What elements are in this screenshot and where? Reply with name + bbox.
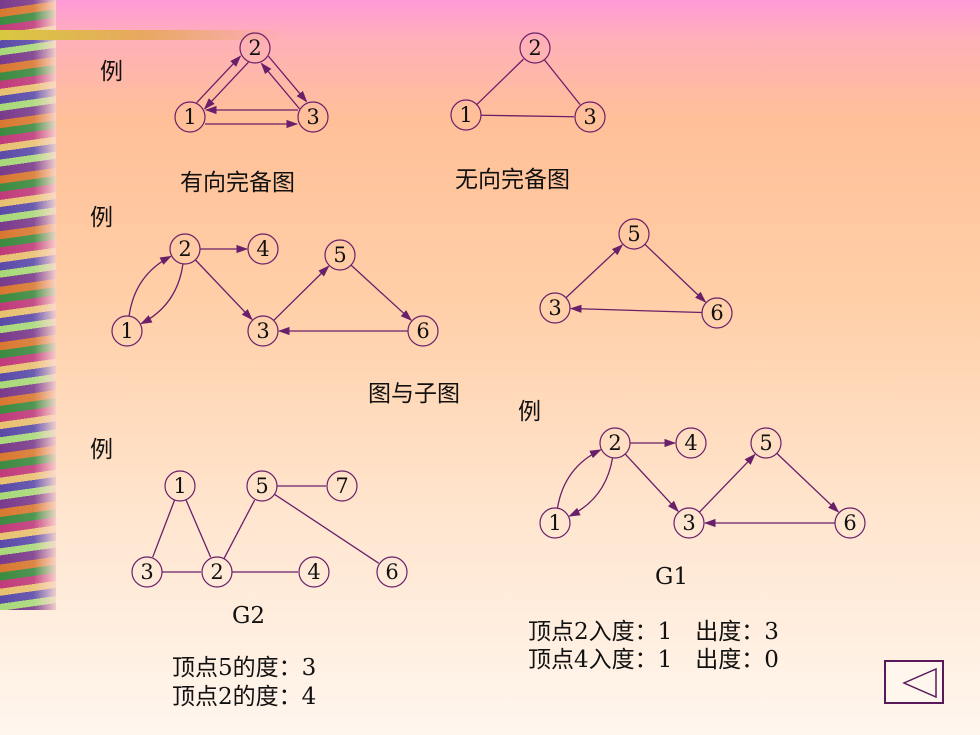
subgraph-edge-3-5	[565, 244, 624, 299]
directed_complete-node-1	[174, 101, 206, 133]
example-label-3: 例	[518, 399, 541, 425]
graph_a-node-4-label: 4	[256, 237, 269, 261]
graph_a-node-2-label: 2	[178, 237, 191, 261]
decorative-top-bar	[0, 30, 285, 40]
caption-g1: G1	[655, 564, 689, 590]
g2-edge-1-3	[152, 499, 176, 558]
graph_a-node-1-label: 1	[120, 319, 133, 343]
g1-edge-2-1	[568, 457, 614, 517]
graph_a-node-6	[407, 315, 439, 347]
graph_a-node-1	[111, 315, 143, 347]
g1-edge-1-2	[556, 449, 602, 509]
g1-node-5-label: 5	[759, 431, 772, 455]
caption-undirected-complete: 无向完备图	[455, 167, 570, 193]
vertex5-degree: 顶点5的度：3	[172, 655, 317, 681]
subgraph-edge-5-6	[644, 243, 707, 303]
directed_complete-edge-1-2	[196, 55, 242, 104]
g2-node-6-label: 6	[385, 560, 398, 584]
g2-node-7-label: 7	[335, 474, 348, 498]
graph_a-node-2	[169, 233, 201, 265]
vertex4-in-out-degree: 顶点4入度：1 出度：0	[528, 647, 779, 673]
undirected_complete-node-1-label: 1	[459, 103, 472, 127]
g2-node-3-label: 3	[140, 560, 153, 584]
graph_a-node-5-label: 5	[333, 243, 346, 267]
g1-node-2-label: 2	[608, 431, 621, 455]
undirected_complete-edge-2-3	[543, 59, 581, 105]
g2-node-5-label: 5	[255, 474, 268, 498]
g2-node-7	[326, 470, 358, 502]
caption-graph-subgraph: 图与子图	[368, 381, 460, 407]
directed_complete-edge-3-2	[260, 62, 301, 110]
subgraph-node-6-label: 6	[710, 301, 723, 325]
subgraph-edge-6-3	[569, 304, 703, 314]
subgraph-node-3	[539, 292, 571, 324]
undirected_complete-node-3	[574, 101, 606, 133]
directed_complete-edge-2-1	[203, 61, 249, 110]
g1-node-3-label: 3	[682, 511, 695, 535]
directed_complete-node-1-label: 1	[183, 105, 196, 129]
directed_complete-edge-2-3	[267, 55, 308, 103]
graph_a-edge-5-6	[350, 264, 413, 321]
g2-edge-1-2	[185, 499, 212, 558]
subgraph-node-5-label: 5	[627, 222, 640, 246]
g1-node-1	[539, 507, 571, 539]
g1-edge-5-6	[776, 452, 840, 513]
example-label-4: 例	[90, 437, 113, 463]
vertex2-in-out-degree: 顶点2入度：1 出度：3	[528, 619, 779, 645]
undirected_complete-node-2-label: 2	[528, 36, 541, 60]
g2-node-1	[164, 470, 196, 502]
g1-node-6-label: 6	[843, 511, 856, 535]
g1-edge-3-5	[698, 453, 756, 513]
g2-edge-5-6	[274, 493, 380, 564]
undirected_complete-node-1	[450, 99, 482, 131]
vertex2-degree: 顶点2的度：4	[172, 684, 317, 710]
graph_a-node-3-label: 3	[256, 319, 269, 343]
undirected_complete-node-2	[519, 32, 551, 64]
g2-node-2	[201, 556, 233, 588]
subgraph-node-5	[618, 218, 650, 250]
g2-node-3	[131, 556, 163, 588]
directed_complete-node-2-label: 2	[248, 36, 261, 60]
graph_a-node-4	[247, 233, 279, 265]
graph_a-node-5	[324, 239, 356, 271]
back-button[interactable]	[884, 660, 944, 704]
g2-node-2-label: 2	[210, 560, 223, 584]
g1-node-4	[675, 427, 707, 459]
directed_complete-node-2	[239, 32, 271, 64]
subgraph-node-3-label: 3	[548, 296, 561, 320]
g1-node-1-label: 1	[548, 511, 561, 535]
graph_a-node-6-label: 6	[416, 319, 429, 343]
g1-node-4-label: 4	[684, 431, 697, 455]
g1-node-3	[673, 507, 705, 539]
subgraph-node-6	[701, 297, 733, 329]
g2-node-4-label: 4	[307, 560, 320, 584]
decorative-side-strip-fade	[0, 0, 56, 610]
example-label-1: 例	[100, 59, 123, 85]
undirected_complete-node-3-label: 3	[583, 105, 596, 129]
graph_a-edge-3-5	[273, 265, 330, 321]
example-label-2: 例	[90, 205, 113, 231]
g1-node-2	[599, 427, 631, 459]
directed_complete-node-3-label: 3	[306, 105, 319, 129]
g2-node-1-label: 1	[173, 474, 186, 498]
caption-g2: G2	[232, 603, 266, 629]
g2-node-5	[246, 470, 278, 502]
g2-node-6	[376, 556, 408, 588]
caption-directed-complete: 有向完备图	[180, 170, 295, 196]
g2-edge-2-5	[223, 499, 256, 560]
graph_a-edge-2-3	[194, 259, 253, 321]
g1-edge-2-3	[624, 453, 679, 513]
graph_a-node-3	[247, 315, 279, 347]
triangle-left-icon	[902, 667, 937, 699]
undirected_complete-edge-1-3	[480, 114, 575, 118]
g2-node-4	[298, 556, 330, 588]
g1-node-5	[750, 427, 782, 459]
directed_complete-node-3	[297, 101, 329, 133]
graph_a-edge-1-2	[128, 255, 172, 317]
undirected_complete-edge-1-2	[476, 58, 524, 106]
graph_a-edge-2-1	[140, 263, 184, 325]
g1-node-6	[834, 507, 866, 539]
